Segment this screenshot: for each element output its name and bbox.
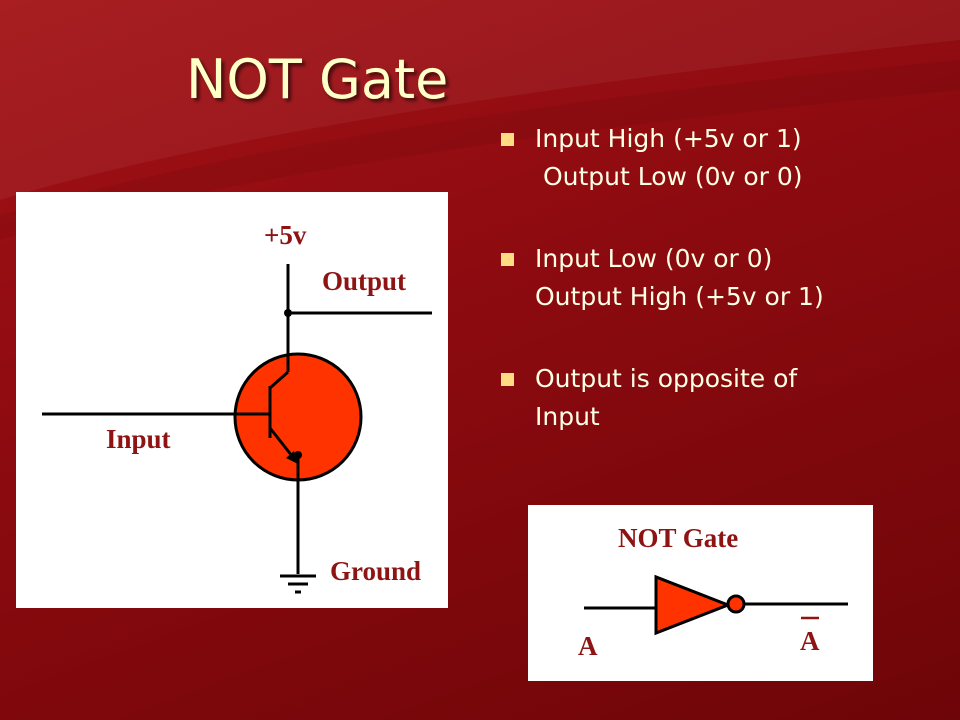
bullet-text-line: Input Low (0v or 0) [535, 244, 773, 273]
supply-voltage-label: +5v [264, 220, 307, 250]
collector-diagonal [269, 370, 289, 390]
bullet-item: Output is opposite of Input [498, 360, 938, 436]
output-label: Output [322, 266, 406, 296]
input-label: Input [106, 424, 171, 454]
bullet-text-line: Output is opposite of [535, 364, 798, 393]
gate-output-label: A [800, 626, 820, 656]
slide-title: NOT Gate [186, 48, 449, 111]
gate-input-label: A [578, 631, 598, 661]
not-gate-symbol-diagram: NOT Gate A A [578, 523, 848, 661]
not-gate-symbol-panel: NOT Gate A A [528, 505, 873, 681]
ground-label: Ground [330, 556, 421, 586]
bullet-item: Input High (+5v or 1) Output Low (0v or … [498, 120, 938, 196]
emitter-diagonal [268, 427, 294, 457]
bullet-text-line: Input High (+5v or 1) [535, 124, 802, 153]
bullet-text-line: Output High (+5v or 1) [535, 282, 824, 311]
transistor-circuit-panel: +5v Output Input Ground [16, 192, 448, 608]
ground-symbol-icon [280, 574, 316, 594]
inverter-bubble-icon [726, 594, 746, 614]
bullet-square-icon [501, 373, 514, 386]
bullet-list: Input High (+5v or 1) Output Low (0v or … [498, 120, 938, 480]
bullet-text-line: Input [535, 402, 600, 431]
bullet-square-icon [501, 133, 514, 146]
gate-symbol-title: NOT Gate [618, 523, 738, 553]
bullet-square-icon [501, 253, 514, 266]
bullet-text-line: Output Low (0v or 0) [535, 162, 803, 191]
transistor-circuit-diagram: +5v Output Input Ground [42, 220, 432, 594]
not-gate-triangle-icon [654, 574, 733, 636]
bullet-item: Input Low (0v or 0) Output High (+5v or … [498, 240, 938, 316]
